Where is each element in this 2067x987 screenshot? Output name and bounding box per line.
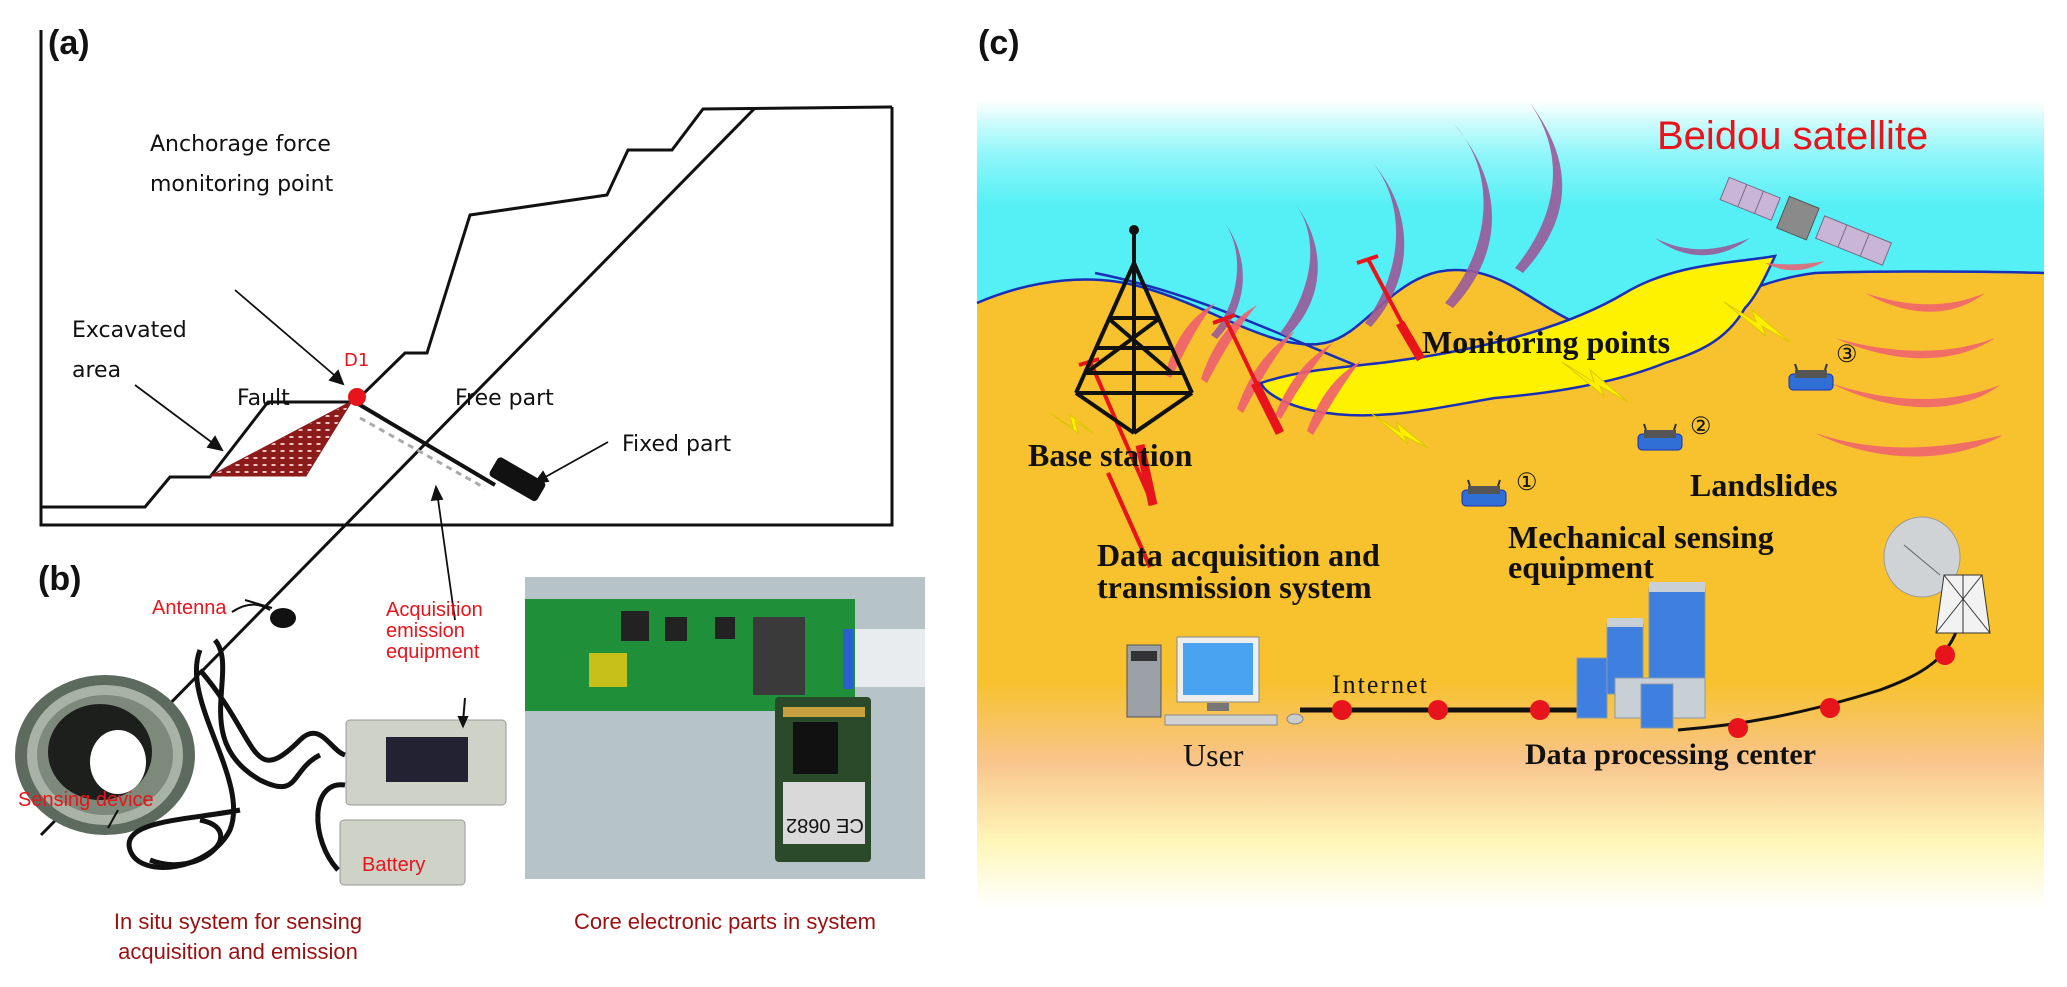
in-situ-caption-line1: In situ system for sensing: [113, 909, 363, 934]
landslide-body: [1259, 254, 1778, 417]
monitoring-point-d1: [348, 388, 366, 406]
base-station-tower-icon: [1074, 225, 1194, 435]
network-node: [1332, 700, 1352, 720]
beidou-satellite-icon: [1719, 176, 1893, 266]
core-electronics-photo: [525, 577, 925, 879]
in-situ-caption-line2: acquisition and emission: [118, 939, 358, 964]
anchorage-label-line1: Anchorage force: [150, 132, 331, 157]
anchor-tendon: [353, 400, 497, 487]
excavated-label-line2: area: [72, 358, 122, 383]
in-situ-system-photo: [15, 599, 507, 886]
monitoring-points-label: Monitoring points: [1422, 324, 1671, 360]
beidou-satellite-title: Beidou satellite: [1657, 114, 1929, 158]
acquisition-label-line1: Acquisition: [386, 599, 483, 621]
internet-label: Internet: [1332, 670, 1429, 699]
point-marker-3: ③: [1836, 342, 1858, 368]
daq-system-label-line2: transmission system: [1097, 569, 1372, 605]
internet-link: [1300, 619, 1962, 738]
panel-c-label: (c): [978, 24, 1020, 62]
network-node: [1428, 700, 1448, 720]
d1-label: D1: [344, 350, 370, 371]
anchor-free-part: [359, 416, 486, 490]
network-node: [1935, 645, 1955, 665]
network-node: [1530, 700, 1550, 720]
fixed-part-label: Fixed part: [622, 432, 732, 457]
network-node: [1820, 698, 1840, 718]
fault-label: Fault: [237, 386, 290, 411]
acquisition-label-line2: emission: [386, 620, 465, 642]
sensing-device-label: Sensing device: [18, 789, 154, 811]
excavated-label-line1: Excavated: [72, 318, 187, 343]
point-marker-1: ①: [1516, 470, 1538, 496]
mechanical-sensing-label-line1: Mechanical sensing: [1508, 519, 1774, 555]
satellite-dish-icon: [1883, 516, 1991, 634]
data-center-buildings-icon: [1576, 582, 1706, 729]
lightning-bolt-1-icon: [1371, 413, 1429, 449]
daq-system-label-line1: Data acquisition and: [1097, 537, 1380, 573]
panel-a-label: (a): [48, 24, 90, 62]
panel-b-label: (b): [38, 560, 82, 598]
mechanical-sensing-label-line2: equipment: [1508, 549, 1654, 585]
excavated-area: [209, 399, 354, 477]
battery-label: Battery: [362, 854, 426, 876]
lightning-bolt-3-icon: [1723, 301, 1791, 343]
panel-a-frame: [39, 30, 894, 527]
ce-marking: CE 0682: [786, 814, 864, 836]
ground: [977, 269, 2044, 935]
monitoring-station-2-icon: [1637, 423, 1683, 451]
data-processing-center-label: Data processing center: [1525, 738, 1817, 771]
anchor-fixed-part: [489, 457, 546, 502]
panel-a-slope-diagram: [39, 30, 894, 837]
landslides-label: Landslides: [1690, 467, 1838, 503]
point-marker-2: ②: [1690, 414, 1712, 440]
beidou-monitoring-system-diagram: [975, 93, 2046, 935]
slope-surface: [41, 105, 893, 509]
lightning-bolt-2-icon: [1561, 361, 1629, 403]
core-electronics-caption: Core electronic parts in system: [574, 909, 876, 934]
anchorage-label-line2: monitoring point: [150, 172, 334, 197]
monitoring-station-1-icon: [1461, 479, 1507, 507]
monitoring-station-3-icon: [1788, 363, 1834, 391]
antenna-label: Antenna: [152, 597, 227, 619]
acquisition-label-line3: equipment: [386, 641, 480, 663]
network-node: [1728, 718, 1748, 738]
free-part-label: Free part: [455, 386, 554, 411]
base-station-label: Base station: [1028, 437, 1193, 473]
user-computer-icon: [1126, 636, 1304, 726]
user-label: User: [1183, 737, 1244, 773]
